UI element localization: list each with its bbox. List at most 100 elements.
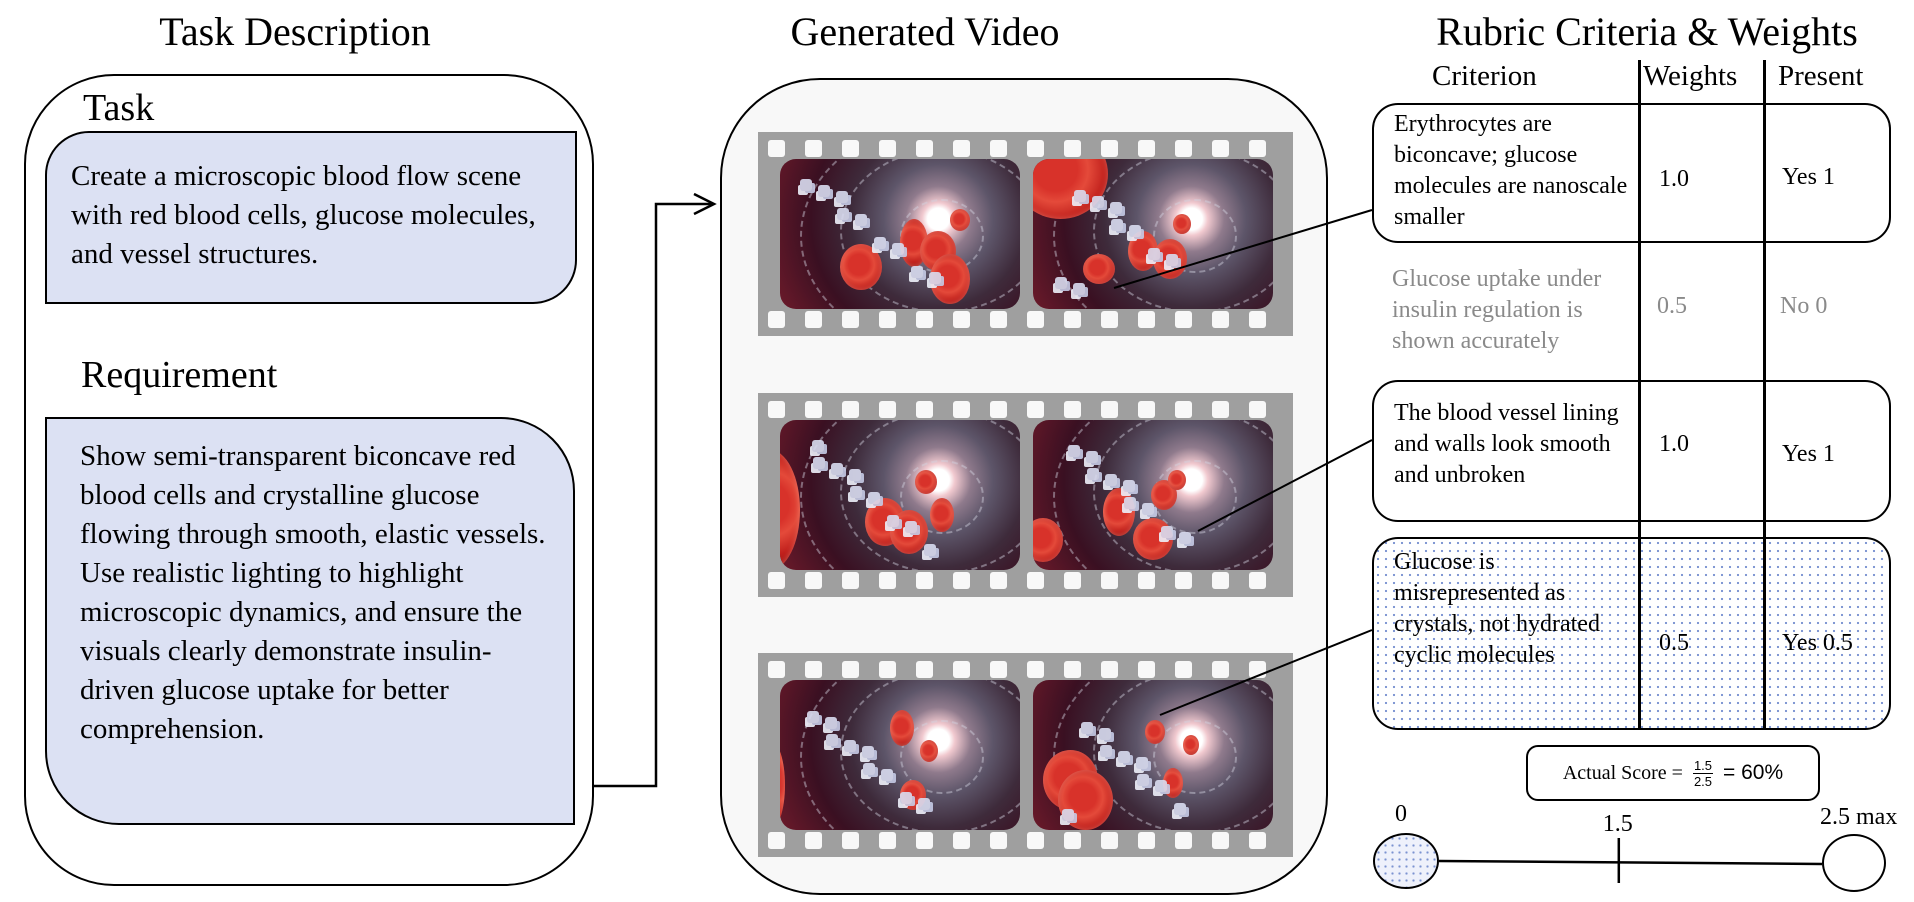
glucose-molecule — [911, 266, 923, 278]
requirement-label: Requirement — [81, 354, 278, 396]
criterion-text: Glucose uptake under insulin regulation … — [1392, 266, 1602, 354]
glucose-molecule — [1074, 190, 1086, 202]
rubric-title: Rubric Criteria & Weights — [1436, 9, 1858, 54]
glucose-molecule — [1123, 480, 1135, 492]
film-perforation — [1101, 572, 1118, 589]
film-perforation — [879, 140, 896, 157]
red-blood-cell — [915, 470, 937, 494]
film-perforation — [1249, 832, 1266, 849]
column-divider-present — [1763, 60, 1766, 730]
red-blood-cell — [1173, 214, 1191, 234]
task-description-panel — [24, 74, 594, 886]
glucose-molecule — [874, 237, 886, 249]
glucose-molecule — [1111, 219, 1123, 231]
glucose-molecule — [1155, 780, 1167, 792]
glucose-molecule — [1062, 809, 1074, 821]
film-perforation — [1027, 311, 1044, 328]
film-perforation — [842, 832, 859, 849]
glucose-molecule — [929, 272, 941, 284]
present-value: Yes 1 — [1782, 164, 1835, 190]
red-blood-cell — [950, 209, 970, 231]
glucose-molecule — [1129, 225, 1141, 237]
criterion-text: The blood vessel lining and walls look s… — [1394, 400, 1619, 488]
film-perforation — [916, 832, 933, 849]
film-perforation — [1138, 140, 1155, 157]
task-text: Create a microscopic blood flow scene wi… — [71, 160, 536, 270]
glucose-molecule — [1100, 745, 1112, 757]
video-frame-thumbnail — [780, 420, 1020, 570]
perforation-row-top — [758, 140, 1293, 157]
glucose-molecule — [836, 191, 848, 203]
criterion-text: Erythrocytes are biconcave; glucose mole… — [1394, 111, 1628, 230]
score-numerator: 1.5 — [1692, 757, 1714, 774]
film-perforation — [1212, 401, 1229, 418]
film-perforation — [990, 661, 1007, 678]
rubric-row-1: Erythrocytes are biconcave; glucose mole… — [1372, 103, 1891, 243]
red-blood-cell — [1083, 254, 1115, 284]
film-perforation — [879, 401, 896, 418]
weight-value: 1.0 — [1659, 166, 1689, 192]
glucose-molecule — [812, 440, 824, 452]
glucose-molecule — [1161, 526, 1173, 538]
film-perforation — [1138, 661, 1155, 678]
glucose-molecule — [1087, 468, 1099, 480]
film-perforation — [1027, 140, 1044, 157]
glucose-molecule — [887, 515, 899, 527]
film-perforation — [1212, 311, 1229, 328]
glucose-molecule — [825, 717, 837, 729]
vessel-wall-ring — [1053, 159, 1273, 309]
glucose-molecule — [807, 711, 819, 723]
film-perforation — [1064, 401, 1081, 418]
glucose-molecule — [1081, 722, 1093, 734]
red-blood-cell — [1163, 768, 1183, 798]
perforation-row-bottom — [758, 572, 1293, 589]
film-perforation — [916, 401, 933, 418]
film-perforation — [1138, 572, 1155, 589]
film-perforation — [805, 661, 822, 678]
glucose-molecule — [1099, 728, 1111, 740]
scale-min-label: 0 — [1395, 801, 1407, 827]
red-blood-cell — [1103, 488, 1135, 536]
glucose-molecule — [1179, 532, 1191, 544]
glucose-molecule — [1174, 803, 1186, 815]
film-perforation — [990, 140, 1007, 157]
film-perforation — [1175, 311, 1192, 328]
film-perforation — [990, 401, 1007, 418]
task-label: Task — [83, 87, 155, 129]
video-frame-thumbnail — [1033, 159, 1273, 309]
film-perforation — [879, 832, 896, 849]
red-blood-cell — [1145, 720, 1165, 744]
glucose-molecule — [862, 746, 874, 758]
scale-mid-label: 1.5 — [1602, 811, 1633, 837]
glucose-molecule — [826, 734, 838, 746]
weight-value: 1.0 — [1659, 431, 1689, 457]
scale-start-marker — [1373, 833, 1439, 889]
weight-value: 0.5 — [1659, 630, 1689, 656]
glucose-molecule — [1136, 757, 1148, 769]
film-perforation — [1175, 401, 1192, 418]
film-perforation — [1064, 832, 1081, 849]
glucose-molecule — [1118, 751, 1130, 763]
score-fraction: 1.5 2.5 — [1692, 757, 1714, 789]
film-perforation — [1101, 401, 1118, 418]
red-blood-cell — [1133, 518, 1173, 560]
present-value: No 0 — [1780, 293, 1828, 319]
present-value: Yes 0.5 — [1782, 630, 1853, 656]
film-perforation — [916, 311, 933, 328]
film-perforation — [1212, 572, 1229, 589]
film-perforation — [842, 140, 859, 157]
film-strip-2 — [758, 393, 1293, 597]
video-frame-thumbnail — [1033, 420, 1273, 570]
film-perforation — [1101, 140, 1118, 157]
scale-max-label: 2.5 max — [1820, 804, 1898, 830]
glucose-molecule — [1148, 248, 1160, 260]
film-perforation — [1175, 832, 1192, 849]
glucose-molecule — [1055, 277, 1067, 289]
film-perforation — [842, 572, 859, 589]
film-perforation — [1027, 401, 1044, 418]
film-perforation — [1138, 401, 1155, 418]
film-perforation — [842, 661, 859, 678]
actual-score-box: Actual Score = 1.5 2.5 = 60% — [1526, 745, 1820, 801]
perforation-row-top — [758, 661, 1293, 678]
score-denominator: 2.5 — [1693, 773, 1713, 789]
